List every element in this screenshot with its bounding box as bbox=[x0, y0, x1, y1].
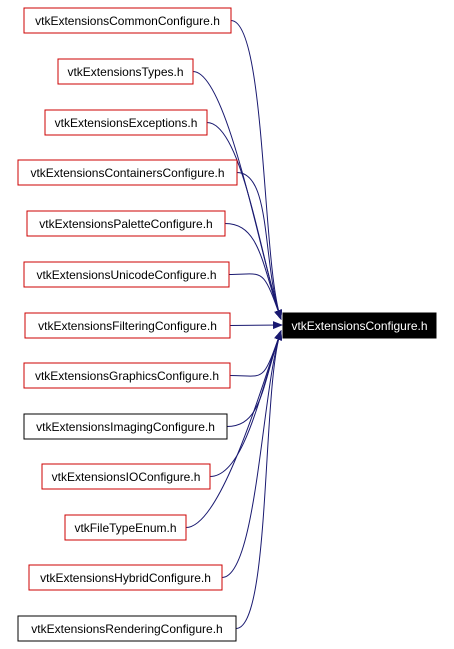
source-node-box[interactable] bbox=[28, 564, 223, 591]
source-node-label: vtkExtensionsFilteringConfigure.h bbox=[38, 319, 217, 333]
source-node-box[interactable] bbox=[64, 514, 187, 541]
source-node-label: vtkExtensionsImagingConfigure.h bbox=[36, 420, 215, 434]
source-node-box[interactable] bbox=[17, 615, 237, 642]
source-node-label: vtkExtensionsCommonConfigure.h bbox=[35, 14, 220, 28]
source-node-box[interactable] bbox=[57, 58, 194, 85]
source-node-label: vtkExtensionsPaletteConfigure.h bbox=[39, 217, 212, 231]
source-node-box[interactable] bbox=[44, 109, 208, 136]
dependency-edge bbox=[185, 330, 282, 528]
source-node-box[interactable] bbox=[23, 7, 232, 34]
dependency-edge bbox=[224, 223, 282, 320]
source-node[interactable]: vtkExtensionsCommonConfigure.h bbox=[23, 7, 232, 34]
dependency-edge bbox=[236, 172, 282, 320]
source-node[interactable]: vtkExtensionsFilteringConfigure.h bbox=[24, 312, 231, 339]
source-node-label: vtkFileTypeEnum.h bbox=[74, 521, 176, 535]
source-node[interactable]: vtkFileTypeEnum.h bbox=[64, 514, 187, 541]
source-node-box[interactable] bbox=[23, 413, 228, 440]
source-node[interactable]: vtkExtensionsExceptions.h bbox=[44, 109, 208, 136]
source-node-box[interactable] bbox=[41, 463, 211, 490]
target-node[interactable]: vtkExtensionsConfigure.h bbox=[282, 312, 437, 339]
source-node[interactable]: vtkExtensionsRenderingConfigure.h bbox=[17, 615, 237, 642]
source-node[interactable]: vtkExtensionsPaletteConfigure.h bbox=[26, 210, 226, 237]
source-node-label: vtkExtensionsExceptions.h bbox=[55, 116, 198, 130]
source-node[interactable]: vtkExtensionsUnicodeConfigure.h bbox=[23, 261, 230, 288]
dependency-nodes: vtkExtensionsCommonConfigure.h vtkExtensi… bbox=[17, 7, 238, 642]
target-node-box[interactable] bbox=[282, 312, 437, 339]
dependency-edge bbox=[228, 273, 282, 320]
source-node-label: vtkExtensionsRenderingConfigure.h bbox=[31, 622, 222, 636]
dependency-edge bbox=[221, 330, 282, 578]
source-node[interactable]: vtkExtensionsGraphicsConfigure.h bbox=[23, 362, 231, 389]
dependency-edge bbox=[229, 321, 283, 330]
source-node-label: vtkExtensionsTypes.h bbox=[67, 65, 183, 79]
dependency-edges bbox=[185, 20, 283, 629]
source-node-label: vtkExtensionsUnicodeConfigure.h bbox=[36, 268, 216, 282]
dependency-edge bbox=[230, 20, 282, 320]
source-node[interactable]: vtkExtensionsHybridConfigure.h bbox=[28, 564, 223, 591]
target-node-label: vtkExtensionsConfigure.h bbox=[291, 319, 427, 333]
source-node-label: vtkExtensionsIOConfigure.h bbox=[52, 470, 201, 484]
source-node[interactable]: vtkExtensionsImagingConfigure.h bbox=[23, 413, 228, 440]
source-node-label: vtkExtensionsHybridConfigure.h bbox=[40, 571, 211, 585]
source-node-box[interactable] bbox=[17, 159, 238, 186]
source-node[interactable]: vtkExtensionsTypes.h bbox=[57, 58, 194, 85]
dependency-edge bbox=[235, 330, 282, 629]
source-node[interactable]: vtkExtensionsContainersConfigure.h bbox=[17, 159, 238, 186]
source-node-label: vtkExtensionsContainersConfigure.h bbox=[30, 166, 224, 180]
source-node-box[interactable] bbox=[26, 210, 226, 237]
source-node-label: vtkExtensionsGraphicsConfigure.h bbox=[35, 369, 219, 383]
source-node-box[interactable] bbox=[23, 362, 231, 389]
source-node-box[interactable] bbox=[24, 312, 231, 339]
source-node-box[interactable] bbox=[23, 261, 230, 288]
source-node[interactable]: vtkExtensionsIOConfigure.h bbox=[41, 463, 211, 490]
dependency-edge bbox=[206, 122, 282, 320]
